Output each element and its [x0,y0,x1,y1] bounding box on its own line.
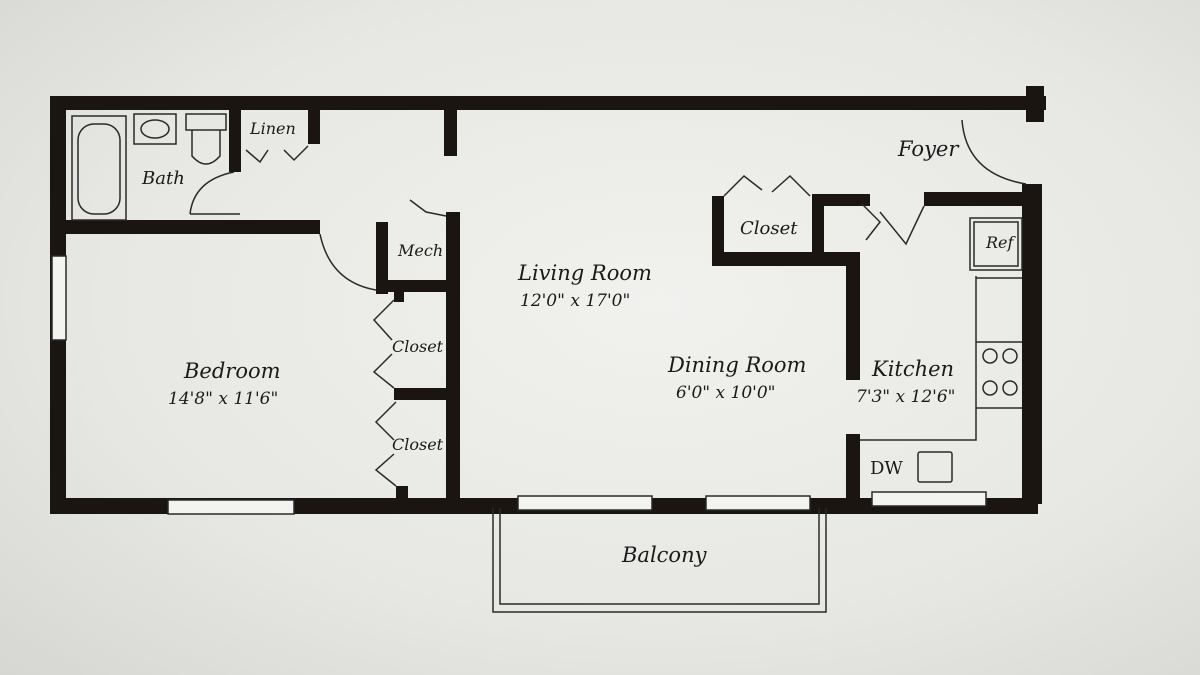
label-bedroom-dims: 14'8" x 11'6" [168,389,278,409]
stove-icon [982,348,1018,396]
wall-top [50,96,1046,110]
bedroom-door-swing [319,233,377,291]
entry-door-swing [961,119,1027,185]
window-balcony-2 [705,495,811,511]
bath-door-swing [189,171,235,215]
label-kitchen-dims: 7'3" x 12'6" [856,387,955,407]
wall-closet-low-stub [396,486,408,502]
sink-icon [133,113,177,145]
label-bedroom: Bedroom [183,359,281,383]
windows [51,255,987,515]
wall-mech-left [376,222,388,294]
wall-top-right-post [1026,86,1044,122]
window-bedroom-bottom [167,499,295,515]
kitchen-fixtures [860,217,1023,483]
wall-kitchen-top-right [924,192,1032,206]
refrigerator-icon [969,217,1023,271]
counter-outline [860,276,977,441]
closet-low-door-icon [374,401,397,441]
label-mech: Mech [397,241,443,260]
label-balcony: Balcony [621,543,708,567]
closet-top-door-icon [723,175,763,197]
window-kitchen-bottom [871,491,987,507]
wall-closet-divider [394,388,450,400]
wall-kitchen-left [846,252,860,380]
label-kitchen: Kitchen [871,357,954,381]
label-living-room: Living Room [517,261,652,285]
label-ref: Ref [985,233,1017,252]
wall-bath-bottom [50,220,320,234]
label-closet-mid: Closet [392,337,444,356]
wall-closet-top-right [812,194,824,252]
doors [245,119,1027,487]
label-closet-low: Closet [392,435,444,454]
wall-closet-top-bottom [712,252,860,266]
label-linen: Linen [249,119,296,138]
kitchen-door-icon [861,203,881,241]
linen-door-icon [245,149,269,164]
label-dining-room-dims: 6'0" x 10'0" [676,383,775,403]
label-bath: Bath [141,168,185,189]
wall-kitchen-top-left [812,194,870,206]
closet-mid-door-icon [372,299,395,341]
dishwasher-sink-icon [917,451,953,483]
wall-linen-stub [308,110,320,144]
label-living-room-dims: 12'0" x 17'0" [520,291,630,311]
label-dining-room: Dining Room [667,353,806,377]
label-closet-top: Closet [740,218,798,239]
balcony-outline [492,508,827,613]
wall-right [1022,184,1042,504]
wall-bath-right [229,110,241,172]
window-balcony-1 [517,495,653,511]
wall-kitchen-left-low [846,434,860,502]
wall-closet-column [446,212,460,502]
labels: Bath Linen Foyer Mech Closet Closet Clos… [141,119,1017,567]
wall-closet-top-left [712,196,724,264]
label-foyer: Foyer [897,137,960,161]
window-bedroom-left [51,255,67,341]
bath-fixtures [71,113,240,221]
bathtub-icon [71,115,127,221]
mech-door-icon [409,199,447,217]
wall-mech-post [394,280,404,302]
wall-living-stub [444,110,457,156]
label-dw: DW [870,458,903,479]
toilet-icon [185,113,227,131]
